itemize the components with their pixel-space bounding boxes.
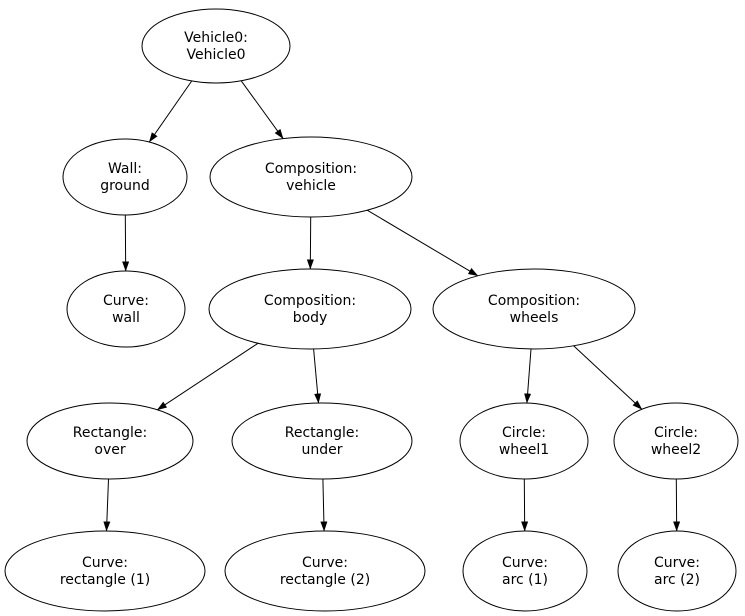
edge-rect-under-to-curve-rect2 <box>320 478 328 532</box>
node-label-line1: Composition: <box>265 161 357 177</box>
node-label-circle-wheel2: Circle:wheel2 <box>651 425 701 458</box>
node-label-line2: arc (1) <box>502 572 548 588</box>
node-ellipse-circle-wheel2 <box>613 402 739 480</box>
node-label-line1: Curve: <box>654 555 700 571</box>
graph-node-rect-under: Rectangle:under <box>231 402 413 480</box>
node-label-line1: Wall: <box>108 161 142 177</box>
node-label-line1: Curve: <box>103 293 149 309</box>
node-label-line2: wheel2 <box>651 442 701 458</box>
edge-comp-body-to-rect-under <box>313 348 322 404</box>
graph-node-circle-wheel2: Circle:wheel2 <box>613 402 739 480</box>
node-label-rect-over: Rectangle:over <box>73 425 147 458</box>
node-ellipse-curve-arc2 <box>617 530 737 612</box>
node-label-line1: Rectangle: <box>73 425 147 441</box>
graph-node-vehicle0: Vehicle0:Vehicle0 <box>141 8 291 84</box>
node-label-line2: wheel1 <box>499 442 549 458</box>
graph-node-curve-arc1: Curve:arc (1) <box>462 530 588 612</box>
node-label-curve-wall: Curve:wall <box>103 293 149 326</box>
node-label-circle-wheel1: Circle:wheel1 <box>499 425 549 458</box>
graph-node-curve-wall: Curve:wall <box>66 270 186 348</box>
node-label-line1: Curve: <box>302 555 348 571</box>
edge-comp-vehicle-to-comp-wheels <box>366 209 479 277</box>
node-label-line1: Curve: <box>502 555 548 571</box>
graph-node-comp-body: Composition:body <box>208 268 412 350</box>
node-label-line2: wall <box>112 310 140 326</box>
node-ellipse-curve-wall <box>66 270 186 348</box>
node-label-line2: rectangle (2) <box>280 572 370 588</box>
edge-vehicle0-to-comp-vehicle <box>240 80 284 140</box>
node-label-line1: Vehicle0: <box>184 30 248 46</box>
node-label-line2: rectangle (1) <box>60 572 150 588</box>
node-label-curve-rect2: Curve:rectangle (2) <box>280 555 370 588</box>
node-ellipse-curve-rect2 <box>224 530 426 612</box>
node-label-comp-vehicle: Composition:vehicle <box>265 161 357 194</box>
graph-node-curve-rect1: Curve:rectangle (1) <box>4 530 206 612</box>
node-label-wall-ground: Wall:ground <box>100 161 150 194</box>
node-label-line2: arc (2) <box>654 572 700 588</box>
node-ellipse-comp-wheels <box>432 268 636 350</box>
edge-comp-wheels-to-circle-wheel2 <box>573 345 643 410</box>
node-label-line2: body <box>293 310 328 326</box>
node-label-line2: over <box>94 442 125 458</box>
node-ellipse-curve-rect1 <box>4 530 206 612</box>
node-label-curve-arc1: Curve:arc (1) <box>502 555 548 588</box>
node-label-line2: vehicle <box>286 178 336 194</box>
graph-node-curve-arc2: Curve:arc (2) <box>617 530 737 612</box>
node-ellipse-circle-wheel1 <box>459 402 589 480</box>
edge-vehicle0-to-wall-ground <box>148 80 193 143</box>
node-label-comp-wheels: Composition:wheels <box>488 293 580 326</box>
node-ellipse-vehicle0 <box>141 8 291 84</box>
edge-comp-wheels-to-circle-wheel1 <box>524 348 532 404</box>
edges-layer <box>103 80 681 532</box>
graph-node-circle-wheel1: Circle:wheel1 <box>459 402 589 480</box>
node-label-line1: Circle: <box>502 425 546 441</box>
graph-node-comp-vehicle: Composition:vehicle <box>209 136 413 218</box>
graph-node-curve-rect2: Curve:rectangle (2) <box>224 530 426 612</box>
node-label-line1: Composition: <box>264 293 356 309</box>
node-label-line2: wheels <box>510 310 559 326</box>
edge-rect-over-to-curve-rect1 <box>103 478 111 532</box>
nodes-layer: Vehicle0:Vehicle0Wall:groundComposition:… <box>4 8 739 612</box>
node-label-line1: Rectangle: <box>285 425 359 441</box>
node-ellipse-curve-arc1 <box>462 530 588 612</box>
node-label-line2: ground <box>100 178 150 194</box>
node-label-curve-arc2: Curve:arc (2) <box>654 555 700 588</box>
node-label-rect-under: Rectangle:under <box>285 425 359 458</box>
node-ellipse-wall-ground <box>62 138 188 216</box>
node-label-line2: Vehicle0 <box>187 47 246 63</box>
graph-node-rect-over: Rectangle:over <box>26 402 194 480</box>
graph-node-wall-ground: Wall:ground <box>62 138 188 216</box>
edge-comp-body-to-rect-over <box>156 342 259 411</box>
node-label-line1: Composition: <box>488 293 580 309</box>
node-label-line1: Circle: <box>654 425 698 441</box>
graph-node-comp-wheels: Composition:wheels <box>432 268 636 350</box>
node-label-vehicle0: Vehicle0:Vehicle0 <box>184 30 248 63</box>
node-ellipse-rect-under <box>231 402 413 480</box>
node-ellipse-rect-over <box>26 402 194 480</box>
node-label-line2: under <box>301 442 342 458</box>
node-ellipse-comp-vehicle <box>209 136 413 218</box>
node-label-line1: Curve: <box>82 555 128 571</box>
node-ellipse-comp-body <box>208 268 412 350</box>
node-label-comp-body: Composition:body <box>264 293 356 326</box>
node-label-curve-rect1: Curve:rectangle (1) <box>60 555 150 588</box>
